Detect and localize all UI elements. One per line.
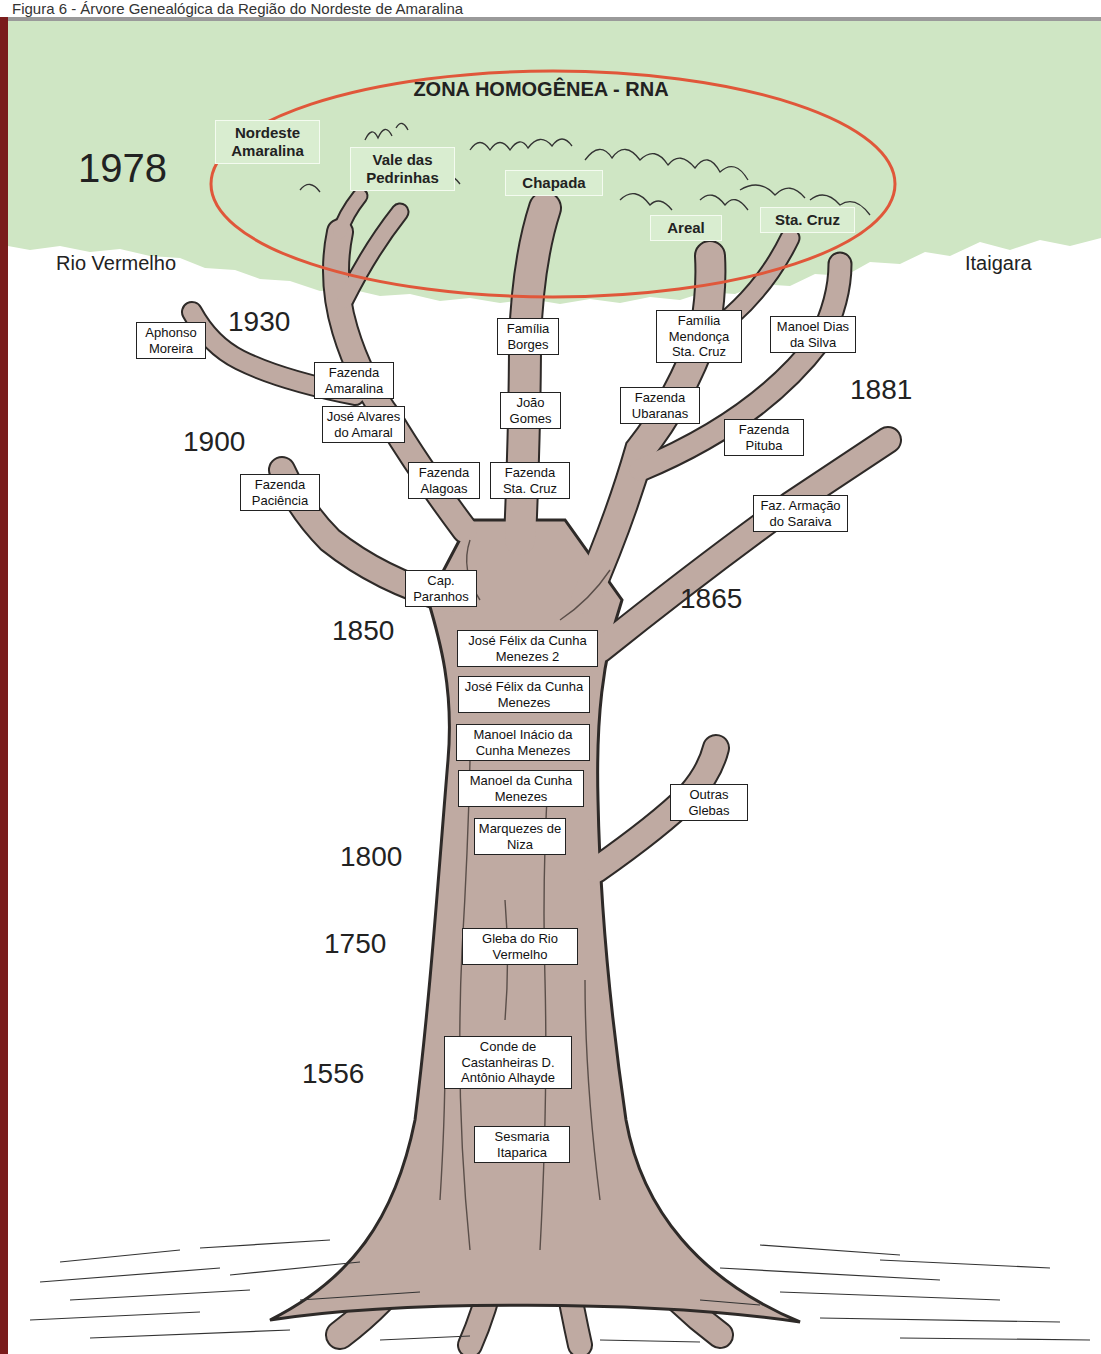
node-text: José Alvares do Amaral [326,409,401,440]
genealogy-box: Marquezes de Niza [474,818,566,855]
node-text: João Gomes [504,395,557,426]
genealogy-box: Família Mendonça Sta. Cruz [656,310,742,363]
node-text: Outras Glebas [674,787,744,818]
genealogy-box: Fazenda Paciência [240,474,320,511]
node-text: Fazenda Paciência [244,477,316,508]
canopy [8,21,1101,304]
genealogy-box: Família Borges [497,318,559,355]
place-label: Rio Vermelho [56,252,176,275]
node-text: José Félix da Cunha Menezes 2 [461,633,594,664]
year-label: 1900 [183,426,245,458]
genealogy-box: Fazenda Amaralina [314,362,394,399]
node-text: Manoel Inácio da Cunha Menezes [460,727,586,758]
trunk [270,520,800,1322]
zone-heading: ZONA HOMOGÊNEA - RNA [208,68,898,101]
genealogy-box: Manoel Dias da Silva [770,316,856,353]
bark-lines [440,540,610,1250]
node-text: Conde de Castanheiras D. Antônio Alhayde [448,1039,568,1086]
genealogy-box: Faz. Armação do Saraiva [753,495,848,532]
leaf-scribbles [300,123,870,215]
node-text: José Félix da Cunha Menezes [462,679,586,710]
year-label: 1750 [324,928,386,960]
node-text: Vale das Pedrinhas [356,151,449,187]
node-text: Cap. Paranhos [409,573,473,604]
node-text: Manoel da Cunha Menezes [462,773,580,804]
genealogy-box: Fazenda Alagoas [408,462,480,499]
genealogy-box: João Gomes [500,392,561,429]
genealogy-box: Conde de Castanheiras D. Antônio Alhayde [444,1036,572,1089]
genealogy-box: Gleba do Rio Vermelho [462,928,578,965]
node-text: Família Mendonça Sta. Cruz [660,313,738,360]
genealogy-box: Outras Glebas [670,784,748,821]
genealogy-box: José Alvares do Amaral [322,406,405,443]
year-label: 1850 [332,615,394,647]
district-box: Nordeste Amaralina [215,120,320,164]
genealogy-box: Manoel da Cunha Menezes [458,770,584,807]
node-text: Fazenda Ubaranas [624,390,696,421]
year-label: 1930 [228,306,290,338]
genealogy-box: Sesmaria Itaparica [474,1126,570,1163]
district-box: Sta. Cruz [760,207,855,233]
genealogy-box: Fazenda Ubaranas [620,387,700,424]
genealogy-box: José Félix da Cunha Menezes 2 [457,630,598,667]
genealogy-box: Fazenda Sta. Cruz [490,462,570,499]
zone-ellipse-line [211,71,895,297]
year-label: 1556 [302,1058,364,1090]
node-text: Areal [656,219,716,237]
node-text: Família Borges [501,321,555,352]
node-text: Fazenda Amaralina [318,365,390,396]
ground-hatching [30,1240,1090,1342]
genealogy-box: Aphonso Moreira [136,322,206,359]
year-label: 1865 [680,583,742,615]
node-text: Gleba do Rio Vermelho [466,931,574,962]
node-text: Marquezes de Niza [478,821,562,852]
genealogy-box: Manoel Inácio da Cunha Menezes [456,724,590,761]
figure-title: Figura 6 - Árvore Genealógica da Região … [12,0,463,17]
node-text: Aphonso Moreira [140,325,202,356]
year-label: 1800 [340,841,402,873]
node-text: Chapada [511,174,597,192]
zone-ellipse: ZONA HOMOGÊNEA - RNA Nordeste AmaralinaVa… [208,68,898,300]
node-text: Manoel Dias da Silva [774,319,852,350]
genealogy-box: Fazenda Pituba [724,419,804,456]
year-label: 1881 [850,374,912,406]
district-box: Areal [650,215,722,241]
year-label: 1978 [78,146,167,191]
genealogy-box: Cap. Paranhos [405,570,477,607]
node-text: Fazenda Pituba [728,422,800,453]
district-box: Vale das Pedrinhas [350,147,455,191]
node-text: Sta. Cruz [766,211,849,229]
left-border [0,17,8,1354]
district-box: Chapada [505,170,603,196]
node-text: Faz. Armação do Saraiva [757,498,844,529]
node-text: Fazenda Alagoas [412,465,476,496]
node-text: Sesmaria Itaparica [478,1129,566,1160]
node-text: Fazenda Sta. Cruz [494,465,566,496]
place-label: Itaigara [965,252,1032,275]
node-text: Nordeste Amaralina [221,124,314,160]
genealogy-box: José Félix da Cunha Menezes [458,676,590,713]
